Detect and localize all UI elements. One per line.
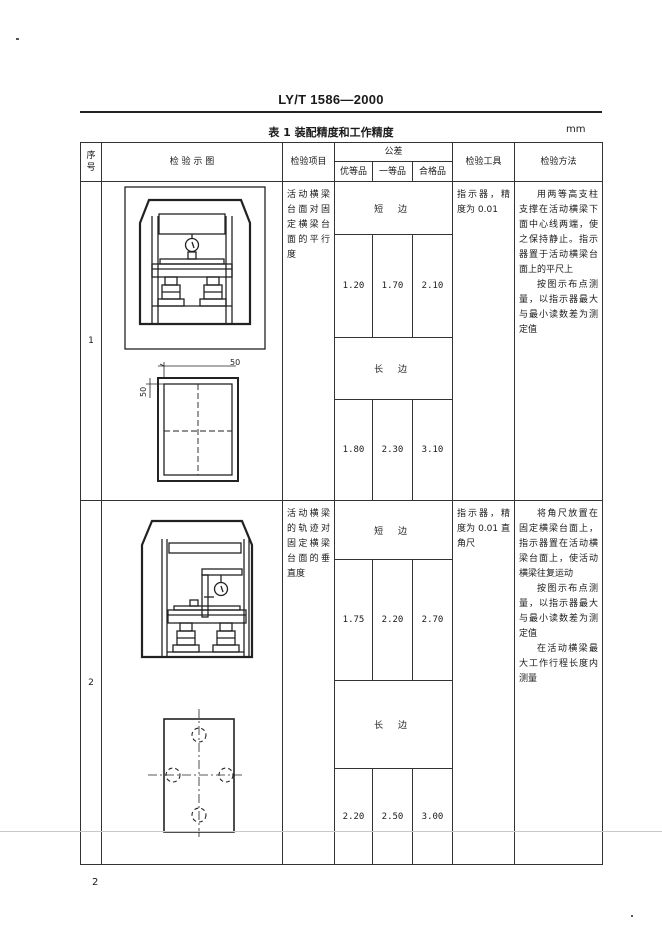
row-2-long-grade-1: 2.20: [334, 768, 373, 865]
dim-left-label: 50: [139, 387, 148, 397]
row-2-method-step-2: 按图示布点测量，以指示器最大与最小读数差为测定值: [519, 584, 599, 639]
row-1-method-step-1: 用两等高支柱支撑在活动横梁下面中心线两端，使之保持静止。指示器置于活动横梁台面上…: [519, 190, 599, 275]
row-1-long-grade-2: 2.30: [372, 399, 413, 501]
row-2-no: 2: [80, 500, 102, 865]
row-1-no: 1: [80, 181, 102, 501]
scan-speck: [16, 38, 19, 40]
precision-table: 序 号 检 验 示 图 检验项目 公差 检验工具 检验方法 优等品 一等品 合格…: [80, 142, 604, 865]
row-2-short-grade-2: 2.20: [372, 559, 413, 681]
col-header-grade-2: 一等品: [372, 161, 413, 182]
row-2-short-side-label: 短 边: [333, 500, 454, 560]
row-2-method: 将角尺放置在固定横梁台面上，指示器置在活动横梁台面上，使活动横梁往复运动 按图示…: [514, 500, 604, 865]
row-1-short-grade-1: 1.20: [334, 234, 373, 338]
unit-label: mm: [566, 124, 586, 135]
perpendicularity-test-diagram: [140, 519, 254, 837]
row-2-long-side-label: 长 边: [333, 680, 454, 769]
page-number: 2: [92, 877, 99, 888]
row-1-short-grade-2: 1.70: [372, 234, 413, 338]
dim-top-label: 50: [230, 358, 240, 367]
col-header-item: 检验项目: [282, 142, 335, 182]
row-2-item: 活动横梁的轨迹对固定横梁台面的垂直度: [282, 500, 335, 865]
row-2-tool: 指示器，精度为 0.01 直角尺: [452, 500, 516, 865]
row-1-method-step-2: 按图示布点测量，以指示器最大与最小读数差为测定值: [519, 280, 599, 335]
scan-speck: [631, 915, 633, 917]
standard-code: LY/T 1586—2000: [278, 92, 384, 107]
header-rule: [80, 111, 602, 113]
parallelism-test-diagram: 50 50: [124, 186, 266, 482]
col-header-grade-1: 优等品: [334, 161, 373, 182]
col-header-tool: 检验工具: [452, 142, 516, 182]
row-2-method-step-3: 在活动横梁最大工作行程长度内测量: [519, 644, 599, 684]
row-2-method-step-1: 将角尺放置在固定横梁台面上，指示器置在活动横梁台面上，使活动横梁往复运动: [519, 509, 599, 579]
col-header-tolerance: 公差: [333, 142, 454, 162]
row-1-long-side-label: 长 边: [333, 337, 454, 400]
row-2-short-grade-1: 1.75: [334, 559, 373, 681]
table-title: 表 1 装配精度和工作精度: [268, 126, 394, 139]
col-header-diagram: 检 验 示 图: [101, 142, 283, 182]
col-header-no: 序 号: [80, 142, 102, 182]
row-1-tool: 指示器，精度为 0.01: [452, 181, 516, 501]
row-1-short-grade-3: 2.10: [411, 234, 454, 338]
col-header-method: 检验方法: [514, 142, 604, 182]
row-2-short-grade-3: 2.70: [411, 559, 454, 681]
row-2-long-grade-2: 2.50: [372, 768, 413, 865]
row-2-diagram: [101, 500, 283, 865]
row-1-diagram: 50 50: [101, 181, 283, 501]
row-1-long-grade-1: 1.80: [334, 399, 373, 501]
row-1-long-grade-3: 3.10: [411, 399, 454, 501]
row-1-method: 用两等高支柱支撑在活动横梁下面中心线两端，使之保持静止。指示器置于活动横梁台面上…: [514, 181, 604, 501]
scan-artifact-line: [0, 831, 662, 832]
row-1-short-side-label: 短 边: [333, 181, 454, 235]
col-header-grade-3: 合格品: [411, 161, 454, 182]
row-1-item: 活动横梁台面对固定横梁台面的平行度: [282, 181, 335, 501]
row-2-long-grade-3: 3.00: [411, 768, 454, 865]
